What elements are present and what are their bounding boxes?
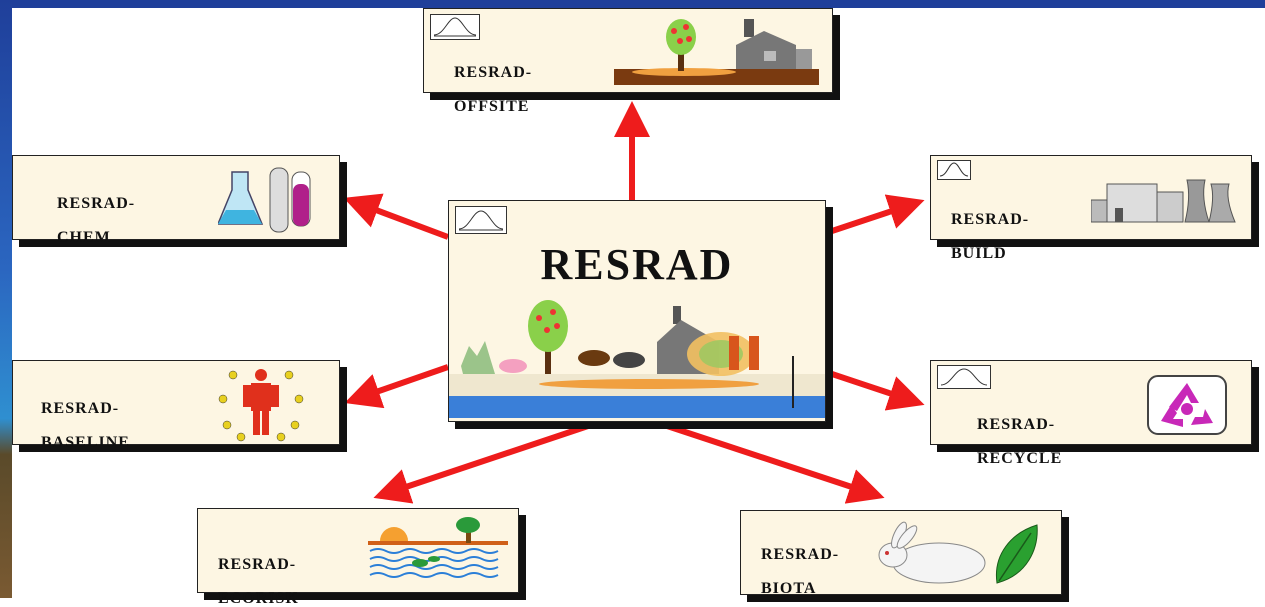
main-title: RESRAD: [540, 240, 734, 289]
module-build: RESRAD- BUILD: [930, 155, 1252, 262]
module-ecorisk: RESRAD- ECORISK: [197, 508, 519, 607]
module-baseline: RESRAD- BASELINE: [12, 360, 340, 451]
sun-tree-water-icon: [368, 517, 508, 578]
module-biota: RESRAD- BIOTA: [740, 510, 1062, 597]
module-recycle: RESRAD- RECYCLE: [930, 360, 1252, 467]
module-offsite: RESRAD- OFFSITE: [423, 8, 833, 115]
arrow-recycle: [825, 369, 925, 411]
module-baseline-label: RESRAD- BASELINE: [41, 383, 130, 451]
module-baseline-line2: BASELINE: [41, 434, 130, 451]
distribution-graph-icon: [455, 206, 507, 234]
module-chem-line2: CHEM: [57, 229, 111, 246]
module-offsite-label: RESRAD- OFFSITE: [454, 47, 532, 115]
frame-top-bar: [0, 0, 1265, 8]
rabbit-leaf-icon: [878, 521, 1038, 584]
module-biota-label: RESRAD- BIOTA: [761, 529, 839, 597]
person-radiation-icon: [218, 369, 304, 442]
landscape-scene-icon: [449, 300, 825, 418]
arrow-build: [825, 194, 925, 236]
module-build-line1: RESRAD-: [951, 211, 1030, 228]
arrow-biota: [654, 419, 885, 504]
arrow-ecorisk: [373, 419, 601, 504]
module-biota-line2: BIOTA: [761, 580, 817, 597]
module-recycle-label: RESRAD- RECYCLE: [977, 399, 1062, 467]
arrow-chem: [343, 193, 450, 240]
distribution-graph-icon: [937, 365, 991, 389]
distribution-graph-icon: [937, 160, 971, 180]
module-offsite-line2: OFFSITE: [454, 98, 530, 115]
module-chem: RESRAD- CHEM: [12, 155, 340, 246]
frame-left-bar: [0, 0, 12, 598]
flask-tube-icon: [218, 167, 311, 233]
module-ecorisk-line2: ECORISK: [218, 590, 299, 607]
module-chem-line1: RESRAD-: [57, 195, 136, 212]
module-ecorisk-label: RESRAD- ECORISK: [218, 539, 299, 607]
arrow-baseline: [344, 364, 449, 409]
distribution-graph-icon: [430, 14, 480, 40]
module-biota-line1: RESRAD-: [761, 546, 840, 563]
tree-house-icon: [614, 19, 819, 85]
module-recycle-line2: RECYCLE: [977, 450, 1063, 467]
module-ecorisk-line1: RESRAD-: [218, 556, 297, 573]
module-resrad-main: RESRAD: [448, 200, 826, 422]
module-baseline-line1: RESRAD-: [41, 400, 120, 417]
module-build-label: RESRAD- BUILD: [951, 194, 1029, 262]
module-chem-label: RESRAD- CHEM: [57, 178, 135, 246]
building-icon: [1091, 179, 1236, 223]
module-offsite-line1: RESRAD-: [454, 64, 533, 81]
module-build-line2: BUILD: [951, 245, 1007, 262]
module-recycle-line1: RESRAD-: [977, 416, 1056, 433]
recycle-icon: [1147, 375, 1227, 435]
